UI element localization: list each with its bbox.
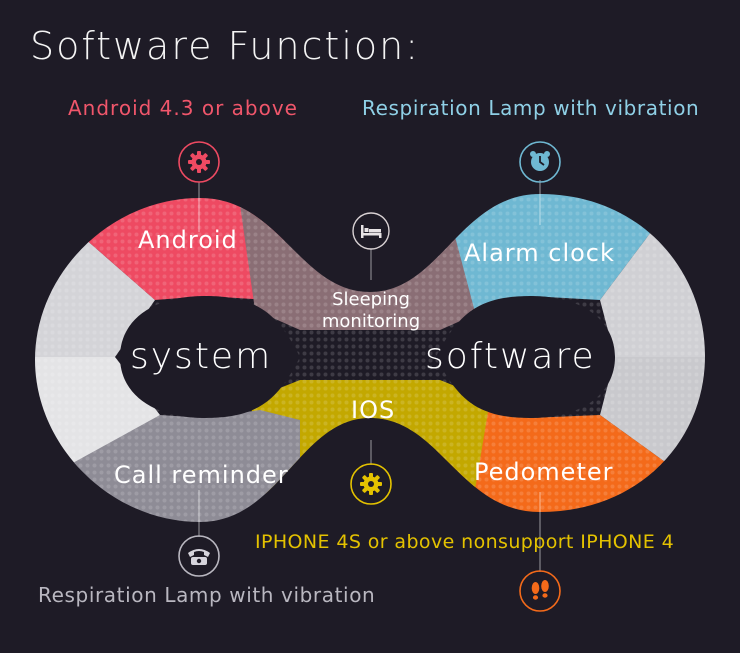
- system-label: system: [130, 336, 273, 377]
- telephone-icon: [178, 535, 220, 577]
- gear-icon: [178, 141, 220, 183]
- respiration-lamp-caption-top: Respiration Lamp with vibration: [362, 96, 700, 120]
- sleeping-label-line1: Sleeping: [332, 289, 410, 310]
- page-title: Software Function:: [30, 24, 421, 68]
- bed-icon: [352, 212, 390, 250]
- sleeping-label-line2: monitoring: [321, 311, 421, 332]
- ios-label: IOS: [351, 396, 396, 424]
- gear-icon: [350, 463, 392, 505]
- android-label: Android: [138, 226, 238, 254]
- respiration-lamp-caption-bottom: Respiration Lamp with vibration: [38, 583, 376, 607]
- pedometer-label: Pedometer: [474, 458, 614, 486]
- alarm-clock-label: Alarm clock: [464, 239, 615, 267]
- call-reminder-label: Call reminder: [114, 461, 289, 489]
- footprints-icon: [519, 570, 561, 612]
- alarm-clock-icon: [519, 141, 561, 183]
- android-requirement-caption: Android 4.3 or above: [68, 96, 298, 120]
- iphone-requirement-caption: IPHONE 4S or above nonsupport IPHONE 4: [255, 531, 675, 553]
- sleeping-monitoring-label: Sleeping monitoring: [318, 289, 424, 333]
- software-label: software: [425, 336, 596, 377]
